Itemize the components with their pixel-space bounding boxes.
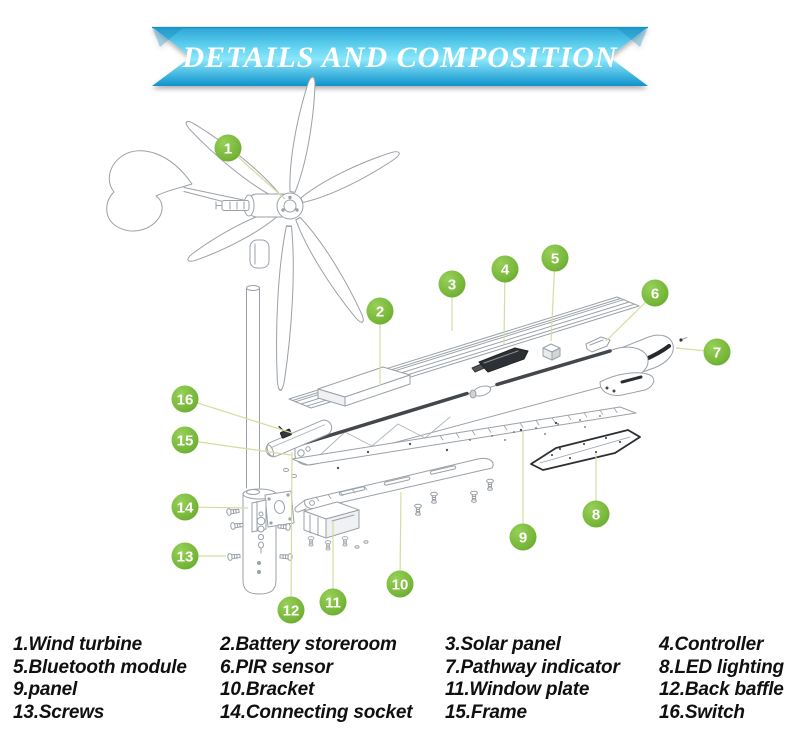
callout-badge — [491, 255, 519, 283]
bluetooth-module-drawing — [542, 343, 561, 361]
callout-badge-number: 5 — [551, 251, 559, 268]
callout-badge-number: 16 — [177, 392, 194, 409]
callout-badge — [438, 270, 466, 298]
legend-item: 5.Bluetooth module — [13, 656, 187, 678]
controller-drawing — [471, 347, 529, 373]
callout-badge — [641, 279, 669, 307]
callout-badge — [703, 338, 731, 366]
callout-badge — [214, 134, 242, 162]
callout-leader-line — [198, 441, 292, 456]
callout-badge-number: 15 — [177, 433, 194, 450]
legend-item: 10.Bracket — [220, 679, 315, 700]
lamp-body-drawing — [283, 346, 655, 479]
legend-item: 6.PIR sensor — [220, 656, 333, 678]
callout-leader-line — [198, 506, 249, 509]
callout-badge — [319, 588, 347, 616]
legend-item: 8.LED lighting — [659, 656, 784, 678]
legend-item: 13.Screws — [13, 701, 105, 723]
callout-leaders — [197, 156, 704, 597]
callout-badge — [541, 244, 569, 272]
callout-leader-line — [290, 451, 293, 597]
pole-drawing — [242, 285, 295, 595]
callout-badge-number: 9 — [519, 530, 527, 547]
callout-leader-line — [675, 347, 704, 352]
banner-title: DETAILS AND COMPOSITION — [181, 41, 618, 74]
callout-badge-number: 7 — [713, 345, 721, 362]
legend-item: 7.Pathway indicator — [445, 656, 620, 678]
parts-legend: 1.Wind turbine 2.Battery storeroom 3.Solar… — [0, 634, 800, 724]
callout-badge-number: 6 — [651, 286, 659, 303]
legend-item: 3.Solar panel — [445, 634, 561, 655]
callout-badge-number: 4 — [501, 262, 510, 279]
callout-badge-number: 2 — [376, 304, 384, 321]
callout-leader-line — [605, 301, 646, 342]
bracket-drawing — [294, 457, 494, 513]
wind-turbine-drawing — [106, 76, 400, 391]
loose-screws-drawing — [414, 478, 494, 516]
callout-badge-number: 3 — [448, 277, 456, 294]
callout-leader-line — [197, 402, 293, 434]
callout-badge — [171, 542, 199, 570]
callout-badge-number: 11 — [325, 595, 341, 612]
callout-badge-number: 10 — [392, 577, 409, 594]
callout-leader-line — [237, 156, 286, 200]
legend-item: 4.Controller — [659, 634, 764, 655]
callout-badge — [171, 426, 199, 454]
callout-badge — [171, 493, 199, 521]
callout-badge-number: 8 — [592, 507, 600, 524]
callout-badge-number: 12 — [283, 603, 300, 620]
callout-badge — [386, 570, 414, 598]
callout-leader-line — [550, 271, 555, 342]
panel-plate-drawing — [291, 406, 637, 470]
callout-leader-line — [399, 491, 402, 571]
callout-badge — [582, 500, 610, 528]
rivet-dots — [336, 421, 558, 470]
legend-item: 16.Switch — [659, 701, 745, 723]
callout-badge — [171, 385, 199, 413]
legend-item: 14.Connecting socket — [220, 701, 413, 723]
callout-badge-number: 1 — [224, 141, 232, 158]
legend-item: 1.Wind turbine — [13, 634, 142, 655]
pir-sensor-drawing — [585, 336, 611, 353]
callout-badge — [509, 523, 537, 551]
legend-item: 12.Back baffle — [659, 679, 784, 700]
callout-badge-number: 14 — [177, 500, 194, 517]
legend-item: 11.Window plate — [445, 679, 590, 700]
legend-item: 2.Battery storeroom — [220, 634, 397, 655]
callout-leader-line — [503, 282, 506, 345]
callout-badge — [366, 297, 394, 325]
callout-badge — [277, 596, 305, 624]
banner-ribbon — [152, 26, 648, 86]
battery-storeroom-drawing — [317, 366, 411, 407]
window-plate-drawing — [303, 501, 369, 551]
led-lighting-drawing — [530, 429, 641, 471]
legend-item: 9.panel — [13, 679, 78, 700]
legend-item: 15.Frame — [445, 701, 527, 723]
callout-badge-number: 13 — [177, 549, 194, 566]
